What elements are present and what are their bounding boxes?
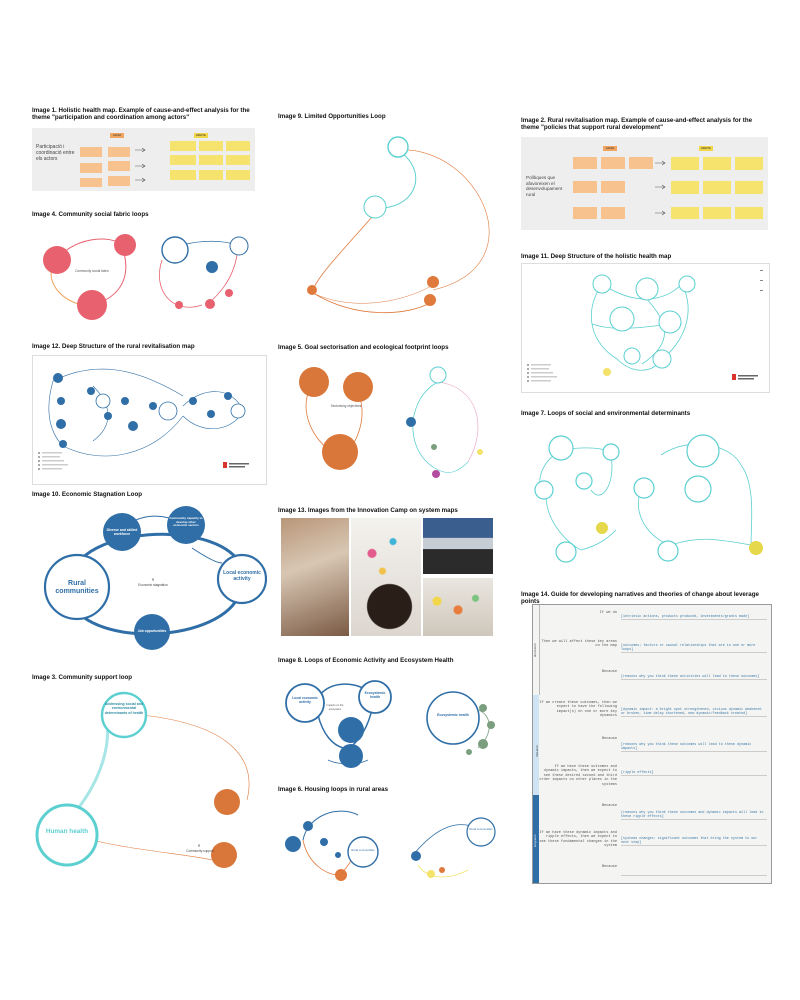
caption-image-9: Image 9. Limited Opportunities Loop <box>278 113 386 120</box>
caption-image-14: Image 14. Guide for developing narrative… <box>521 591 759 606</box>
rural-deep-structure-diagram <box>38 368 249 470</box>
guide-question-5: Because <box>601 737 617 741</box>
holistic-health-map-panel: Participació i coordinació entre els act… <box>32 128 255 191</box>
side-label: Participació i coordinació entre els act… <box>36 144 75 162</box>
caption-image-3: Image 3. Community support loop <box>32 674 133 681</box>
limited-opportunities-diagram <box>307 136 490 314</box>
caption-image-12: Image 12. Deep Structure of the rural re… <box>32 343 195 350</box>
caption-image-5: Image 5. Goal sectorisation and ecologic… <box>278 344 449 351</box>
guide-question-9: Because <box>601 865 617 869</box>
social-environmental-loops <box>521 425 768 565</box>
housing-loops: Rural communities Rural communities <box>278 800 513 885</box>
guide-answer-5[interactable]: [reasons why you think these outcomes wi… <box>621 743 767 753</box>
photo-hands-writing <box>281 518 349 636</box>
phase-label-long: long-term <box>533 834 537 847</box>
node-rural-communities: Rural communities <box>55 580 99 595</box>
caption-image-1: Image 1. Holistic health map. Example of… <box>32 107 250 122</box>
rural-deep-structure-panel <box>32 355 267 485</box>
caption-image-2: Image 2. Rural revitalisation map. Examp… <box>521 117 753 132</box>
loop-label: R <box>151 578 155 582</box>
limited-opportunities-loop <box>278 125 513 325</box>
economic-ecosystem-diagram <box>285 680 495 768</box>
goal-sectorisation-diagram <box>299 366 483 478</box>
phase-long <box>533 795 539 883</box>
guide-answer-1[interactable]: [intrinsic actions, products produced, i… <box>621 615 767 621</box>
caption-image-13: Image 13. Images from the Innovation Cam… <box>278 507 458 514</box>
caption-image-7: Image 7. Loops of social and environment… <box>521 410 691 417</box>
phase-short <box>533 605 540 695</box>
node-addressing-determinants: Addressing social and environmental dete… <box>104 702 144 715</box>
caption-image-11: Image 11. Deep Structure of the holistic… <box>521 253 672 260</box>
caption-image-8: Image 8. Loops of Economic Activity and … <box>278 657 454 664</box>
social-fabric-diagram <box>43 234 249 320</box>
photo-auditorium <box>423 518 493 574</box>
node-human-health: Human health <box>45 828 89 835</box>
caption-image-6: Image 6. Housing loops in rural areas <box>278 786 389 793</box>
leverage-points-guide: short-term mid-term long-term If we do [… <box>532 604 772 884</box>
caption-image-10: Image 10. Economic Stagnation Loop <box>32 491 143 498</box>
effect-tag: EFECTE <box>194 133 208 138</box>
housing-loops-diagram <box>285 810 496 881</box>
guide-answer-2[interactable]: [outcomes; factors or causal relationshi… <box>621 644 767 654</box>
cause-effect-sticky-notes <box>573 157 763 219</box>
node-rural-communities-left: Rural communities <box>351 848 375 852</box>
caption-image-4: Image 4. Community social fabric loops <box>32 211 149 218</box>
guide-answer-7[interactable]: [reasons why you think these outcomes an… <box>621 811 767 821</box>
loop-name: Economic stagnation <box>138 583 168 587</box>
economic-stagnation-diagram <box>43 506 267 650</box>
photo-wall-map <box>351 518 421 636</box>
loop-center-label: Impacts on the ecosystem <box>326 704 344 711</box>
community-social-fabric-loops: Community social fabric <box>32 225 262 325</box>
loop-center-label: Community social fabric <box>75 269 109 273</box>
phase-label-short: short-term <box>533 643 537 657</box>
node-local-economic-activity: Local economic activity <box>223 570 261 582</box>
economic-stagnation-loop: Rural communities Local economic activit… <box>32 503 267 663</box>
guide-rows: If we do [intrinsic actions, products pr… <box>539 605 771 883</box>
community-support-diagram <box>35 691 250 868</box>
node-ecosystemic-health-right: Ecosystemic health <box>437 713 469 717</box>
side-label: Polítiques que afavoreixen el desenvolup… <box>526 175 563 197</box>
node-diverse-workforce: Diverse and skilled workforce <box>106 528 138 536</box>
guide-answer-8[interactable]: [systems changes: significant outcomes t… <box>621 837 767 847</box>
guide-question-6: If we have these outcomes and dynamic im… <box>539 765 617 787</box>
rural-revitalisation-map-panel: Polítiques que afavoreixen el desenvolup… <box>521 137 768 230</box>
guide-question-8: If we have these dynamic impacts and rip… <box>539 831 617 849</box>
photo-sticky-notes <box>423 578 493 636</box>
guide-answer-6[interactable]: [ripple effects] <box>621 771 767 777</box>
holistic-deep-structure-diagram <box>527 270 763 382</box>
guide-question-4: If we create these outcomes, then we exp… <box>539 701 617 719</box>
guide-answer-3[interactable]: [reasons why you think these activities … <box>621 675 767 681</box>
holistic-deep-structure-panel <box>521 263 770 393</box>
effect-tag: EFECTE <box>699 146 713 151</box>
node-local-economic-activity: Local economic activity <box>292 696 318 704</box>
community-support-loop: Addressing social and environmental dete… <box>32 690 267 875</box>
guide-answer-9[interactable] <box>621 871 767 876</box>
social-environmental-diagram <box>534 434 763 563</box>
guide-answer-4[interactable]: [dynamic impact: a bright spot strengthe… <box>621 708 767 718</box>
loop-label: R <box>197 844 201 848</box>
guide-question-1: If we do <box>599 611 617 615</box>
cause-effect-sticky-notes <box>80 141 250 187</box>
node-job-opportunities: Job opportunities <box>137 629 167 633</box>
node-community-capacity: Community capacity to develop other econ… <box>169 516 203 528</box>
loop-center-label: Sectorising objectives <box>330 404 362 408</box>
cause-tag: CAUSA <box>110 133 124 138</box>
guide-question-7: Because <box>601 804 617 808</box>
cause-tag: CAUSA <box>603 146 617 151</box>
economic-ecosystem-loops: Local economic activity Ecosystemic heal… <box>278 670 513 775</box>
guide-question-2: Then we will affect these key areas on t… <box>541 640 617 649</box>
node-ecosystemic-health: Ecosystemic health <box>364 691 386 699</box>
node-rural-communities-right: Rural communities <box>469 827 493 831</box>
innovation-camp-photos <box>281 518 493 636</box>
guide-question-3: Because <box>601 670 617 674</box>
phase-mid <box>533 695 539 795</box>
loop-name: Community support <box>186 849 214 853</box>
goal-sectorisation-loops: Sectorising objectives <box>278 357 513 487</box>
